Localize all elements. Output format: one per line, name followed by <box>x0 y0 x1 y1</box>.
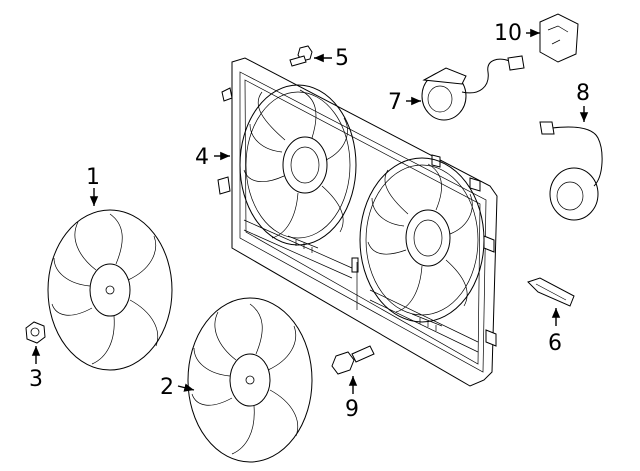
callout-6: 6 <box>548 331 562 356</box>
callout-7: 7 <box>388 90 402 115</box>
fan-motor-8 <box>539 121 603 221</box>
leader-2 <box>177 383 195 392</box>
shroud-right-fan <box>359 157 485 323</box>
callout-5: 5 <box>335 46 349 71</box>
callout-2: 2 <box>160 375 174 400</box>
bolt-9 <box>331 345 375 375</box>
fan-blade-1 <box>47 209 173 371</box>
callout-8: 8 <box>576 81 590 106</box>
callout-9: 9 <box>345 397 359 422</box>
bolt-5 <box>289 45 313 67</box>
callout-3: 3 <box>29 367 43 392</box>
nut <box>25 321 46 344</box>
leader-lines <box>31 28 589 394</box>
bracket <box>527 277 575 307</box>
shroud-left-fan <box>239 84 357 246</box>
connector <box>539 13 579 63</box>
callout-1: 1 <box>86 165 100 190</box>
callout-10: 10 <box>494 21 522 46</box>
fan-blade-2 <box>187 297 313 463</box>
callout-labels: 1 2 3 4 5 6 7 8 9 10 <box>29 21 590 422</box>
callout-4: 4 <box>195 145 209 170</box>
fan-motor-7 <box>421 55 525 121</box>
